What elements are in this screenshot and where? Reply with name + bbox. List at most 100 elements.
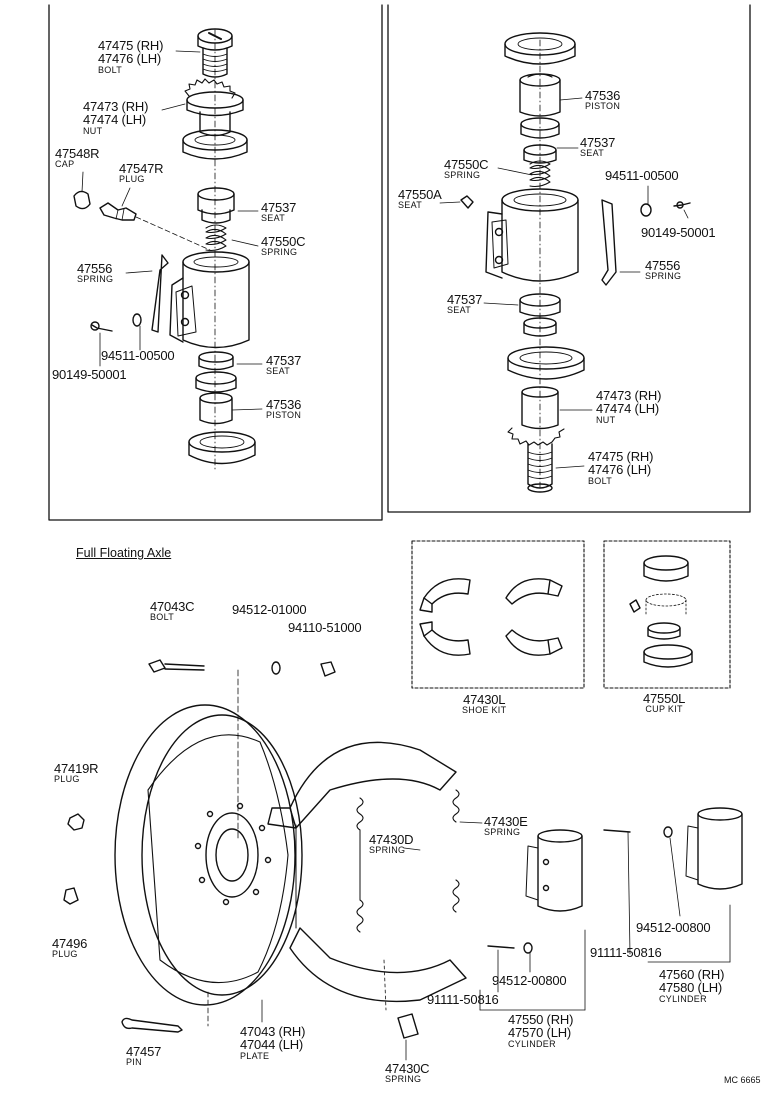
label-spring-430d: 47430D SPRING (369, 832, 414, 856)
part-number: 94511-00500 (605, 168, 679, 183)
bottom-brake-assembly (63, 659, 743, 1061)
label-spring-556-right: 47556 SPRING (645, 259, 681, 281)
label-seat-right-upper: 47537 SEAT (580, 136, 615, 158)
part-name: PISTON (266, 410, 302, 421)
part-number-lh: 47474 (LH) (83, 112, 147, 128)
part-number: 47536 (266, 397, 302, 412)
part-number: 47548R (55, 146, 100, 161)
diagram-code: MC 6665 (724, 1075, 761, 1085)
part-number: 47537 (261, 200, 297, 215)
label-pin-457: 47457 PIN (126, 1045, 161, 1067)
label-seat-right-lower: 47537 SEAT (447, 293, 482, 315)
part-number-lh: 47570 (LH) (508, 1025, 572, 1041)
label-spring-430c: 47430C SPRING (385, 1061, 430, 1085)
part-number: 47043C (150, 599, 195, 614)
part-number: 47550C (261, 234, 306, 249)
part-name: NUT (596, 414, 616, 425)
part-name: PLUG (52, 949, 78, 960)
label-plug-419r: 47419R PLUG (54, 761, 99, 784)
part-name: CYLINDER (659, 993, 707, 1004)
part-number: 94110-51000 (288, 620, 362, 635)
part-name: CUP KIT (645, 704, 683, 715)
part-number: 94512-00800 (492, 973, 567, 988)
label-screw-left: 90149-50001 (52, 367, 127, 382)
label-bolt-50816-right: 91111-50816 (590, 945, 662, 960)
part-number: 47547R (119, 161, 164, 176)
label-cylinder-550: 47550 (RH) 47570 (LH) CYLINDER (508, 1013, 573, 1049)
part-number: 47496 (52, 936, 88, 951)
part-number-lh: 47044 (LH) (240, 1037, 304, 1053)
label-washer-left: 94511-00500 (101, 348, 175, 363)
part-name: SPRING (261, 247, 298, 258)
label-nut-right: 47473 (RH) 47474 (LH) NUT (596, 389, 661, 425)
part-number: 47430C (385, 1061, 430, 1076)
label-piston-right: 47536 PISTON (585, 89, 620, 111)
label-plug: 47547R PLUG (119, 161, 164, 185)
part-number: 47556 (77, 261, 113, 276)
label-spring-556-left: 47556 SPRING (77, 262, 113, 284)
part-number: 94512-01000 (232, 602, 307, 617)
label-screw-right: 90149-50001 (641, 225, 716, 240)
right-adjuster-box (387, 4, 751, 513)
part-name: SPRING (385, 1074, 422, 1085)
part-number-lh: 47580 (LH) (659, 980, 723, 996)
part-number: 90149-50001 (52, 367, 127, 382)
part-name: CAP (55, 159, 75, 170)
part-name: SPRING (645, 271, 682, 282)
part-number: 47430L (463, 692, 506, 707)
part-name: BOLT (98, 64, 123, 75)
label-washer-00800-middle: 94512-00800 (492, 973, 567, 988)
part-number-rh: 47550 (RH) (508, 1012, 574, 1027)
cup-kit-box (603, 540, 731, 689)
part-number-lh: 47476 (LH) (98, 51, 162, 67)
label-cap: 47548R CAP (55, 146, 100, 170)
part-name: SEAT (580, 148, 605, 159)
part-name: CYLINDER (508, 1038, 556, 1049)
part-number: 94512-00800 (636, 920, 711, 935)
label-spring-c-left: 47550C SPRING (261, 234, 306, 258)
part-number: 94511-00500 (101, 348, 175, 363)
part-number-rh: 47473 (RH) (83, 99, 149, 114)
label-plug-496: 47496 PLUG (52, 937, 87, 959)
part-name: SEAT (261, 213, 286, 224)
part-number: 47537 (447, 292, 483, 307)
part-number: 91111-50816 (427, 992, 499, 1007)
part-number: 90149-50001 (641, 225, 716, 240)
part-number: 47536 (585, 88, 621, 103)
part-number-rh: 47473 (RH) (596, 388, 662, 403)
part-name: SPRING (484, 827, 521, 838)
part-number: 47430D (369, 832, 414, 847)
part-name: SPRING (369, 845, 406, 856)
part-name: PLATE (240, 1050, 270, 1061)
label-nut-left: 47473 (RH) 47474 (LH) NUT (83, 100, 148, 136)
label-plate-043: 47043 (RH) 47044 (LH) PLATE (240, 1025, 305, 1061)
label-cup-kit: 47550L CUP KIT (643, 692, 685, 714)
part-name: NUT (83, 125, 103, 136)
label-bolt-043c: 47043C BOLT (150, 599, 195, 623)
label-seat-550a: 47550A SEAT (398, 188, 442, 210)
part-number: 91111-50816 (590, 945, 662, 960)
part-number: 47550L (643, 691, 686, 706)
label-seat-left-upper: 47537 SEAT (261, 201, 296, 223)
part-name: SPRING (77, 274, 114, 285)
label-shoe-kit: 47430L SHOE KIT (462, 693, 506, 715)
part-number-rh: 47475 (RH) (98, 38, 164, 53)
label-spring-430e: 47430E SPRING (484, 815, 528, 837)
label-seat-left-lower: 47537 SEAT (266, 354, 301, 376)
part-number: 47419R (54, 761, 99, 776)
label-washer-right: 94511-00500 (605, 168, 679, 183)
part-name: BOLT (150, 612, 175, 623)
part-number-rh: 47560 (RH) (659, 967, 725, 982)
part-number: 47457 (126, 1044, 162, 1059)
part-number-rh: 47475 (RH) (588, 449, 654, 464)
section-title: Full Floating Axle (76, 546, 172, 560)
part-name: SEAT (266, 366, 291, 377)
part-number-lh: 47474 (LH) (596, 401, 660, 417)
shoe-kit-box (411, 540, 585, 689)
label-nut-51000: 94110-51000 (288, 620, 362, 635)
label-washer-01000: 94512-01000 (232, 602, 307, 617)
part-name: PLUG (119, 174, 145, 185)
label-bolt-50816-middle: 91111-50816 (427, 992, 499, 1007)
